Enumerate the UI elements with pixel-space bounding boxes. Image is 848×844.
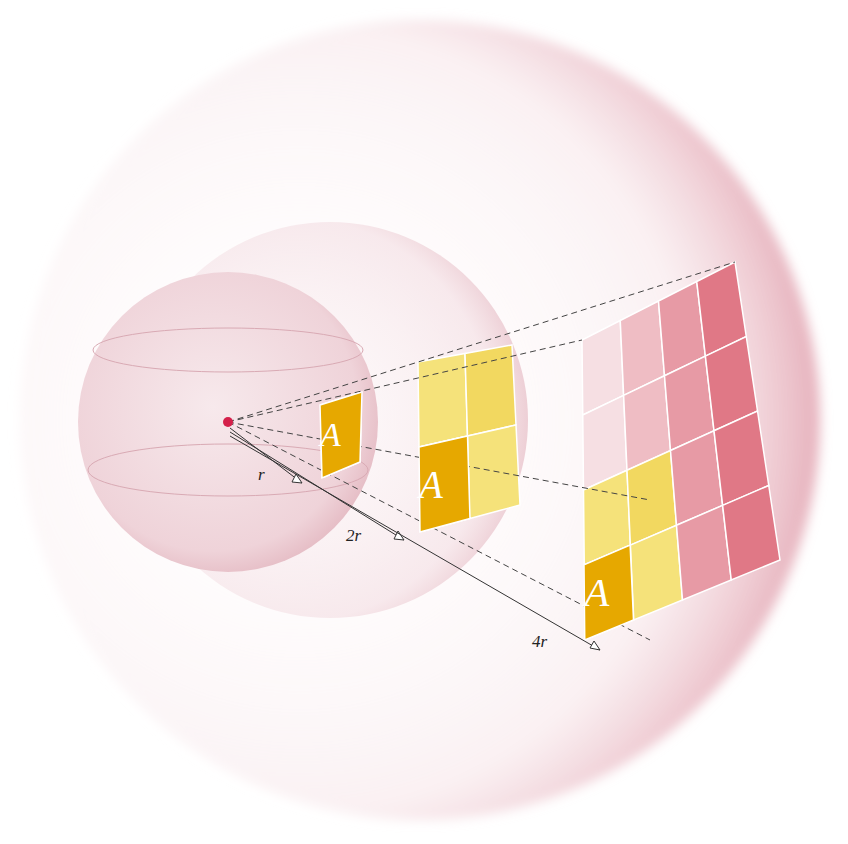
patch-cell <box>418 354 468 448</box>
area-patch: A <box>419 436 470 532</box>
area-patch: A <box>320 392 362 478</box>
distance-lines <box>230 428 600 650</box>
distance-label: 4r <box>532 633 547 650</box>
patch-cell <box>630 525 682 620</box>
patch-cell <box>677 505 732 600</box>
patch-cell <box>584 545 634 640</box>
area-label: A <box>584 572 609 613</box>
dashed-rays <box>228 262 735 640</box>
area-label: A <box>419 465 443 504</box>
area-label: A <box>320 418 341 452</box>
patch-cell <box>723 486 780 581</box>
small-sphere <box>78 272 378 572</box>
patch-cell <box>419 436 470 532</box>
patch-cell <box>465 345 516 436</box>
patch-grids <box>320 262 780 640</box>
sphere-latitudes <box>88 328 368 496</box>
distance-label: r <box>258 466 265 483</box>
point-source <box>223 417 233 427</box>
patch-cell <box>468 425 521 519</box>
area-patch: A <box>584 545 634 640</box>
large-sphere <box>20 20 820 820</box>
distance-label: 2r <box>346 527 361 544</box>
patch-cell <box>320 392 362 478</box>
